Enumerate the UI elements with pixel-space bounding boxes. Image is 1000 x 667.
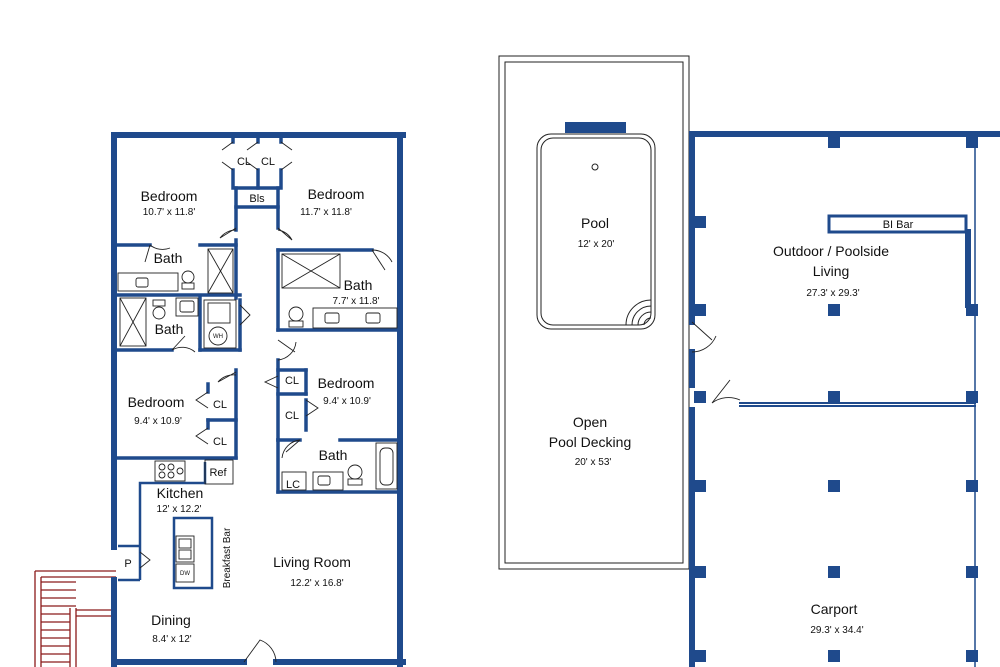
outdoor-doors [691,321,741,404]
bath-e1-dims: 7.7' x 11.8' [333,296,380,307]
outdoor-walls [689,131,1000,667]
closet-label: CL [285,375,299,387]
closet-label: CL [213,399,227,411]
bedroom-e-name: Bedroom [318,375,375,391]
linen-closet-label: LC [286,479,300,491]
interior-walls [115,135,402,494]
exterior-stairs [34,570,116,667]
closet-label: CL [261,156,275,168]
pantry-label: P [124,558,131,570]
decking-name-line2: Pool Decking [549,434,632,450]
house-walls [111,132,406,667]
pool-outline [536,133,656,330]
bls-label: Bls [249,193,265,205]
bath-w1-name: Bath [154,250,183,266]
room-labels: Bedroom 10.7' x 11.8' Bedroom 11.7' x 11… [128,186,890,645]
bedroom-w-dims: 9.4' x 10.9' [134,416,182,427]
fixtures [117,248,398,583]
kitchen-dims: 12' x 12.2' [157,504,202,515]
decking-dims: 20' x 53' [575,457,612,468]
kitchen-name: Kitchen [157,485,204,501]
living-room-dims: 12.2' x 16.8' [290,578,343,589]
doors [139,141,393,663]
columns [694,136,978,662]
dishwasher-label: DW [180,571,190,577]
fixture-labels: CL CL Bls CL CL CL CL LC Ref P WH DW Bre… [124,156,913,588]
bedroom-e-dims: 9.4' x 10.9' [323,396,371,407]
pool-name: Pool [581,215,609,231]
dining-dims: 8.4' x 12' [152,634,191,645]
bedroom-nw-name: Bedroom [141,188,198,204]
bath-e2-name: Bath [319,447,348,463]
carport-name: Carport [811,601,858,617]
bath-e1-name: Bath [344,277,373,293]
pool-dims: 12' x 20' [578,239,615,250]
outdoor-dims: 27.3' x 29.3' [806,288,859,299]
bedroom-w-name: Bedroom [128,394,185,410]
living-room-name: Living Room [273,554,351,570]
closet-label: CL [285,410,299,422]
bedroom-nw-dims: 10.7' x 11.8' [143,207,196,218]
water-heater-label: WH [213,334,223,340]
closet-label: CL [237,156,251,168]
bedroom-ne-dims: 11.7' x 11.8' [300,207,352,218]
closet-label: CL [213,436,227,448]
outdoor-name-line2: Living [813,263,850,279]
bi-bar-label: BI Bar [883,219,914,231]
breakfast-bar-label: Breakfast Bar [222,527,233,588]
bedroom-ne-name: Bedroom [308,186,365,202]
outdoor-name-line1: Outdoor / Poolside [773,243,889,259]
dining-name: Dining [151,612,191,628]
bath-w2-name: Bath [155,321,184,337]
refrigerator-label: Ref [209,467,227,479]
pool-equipment [565,122,626,133]
decking-name-line1: Open [573,414,607,430]
carport-dims: 29.3' x 34.4' [810,625,863,636]
